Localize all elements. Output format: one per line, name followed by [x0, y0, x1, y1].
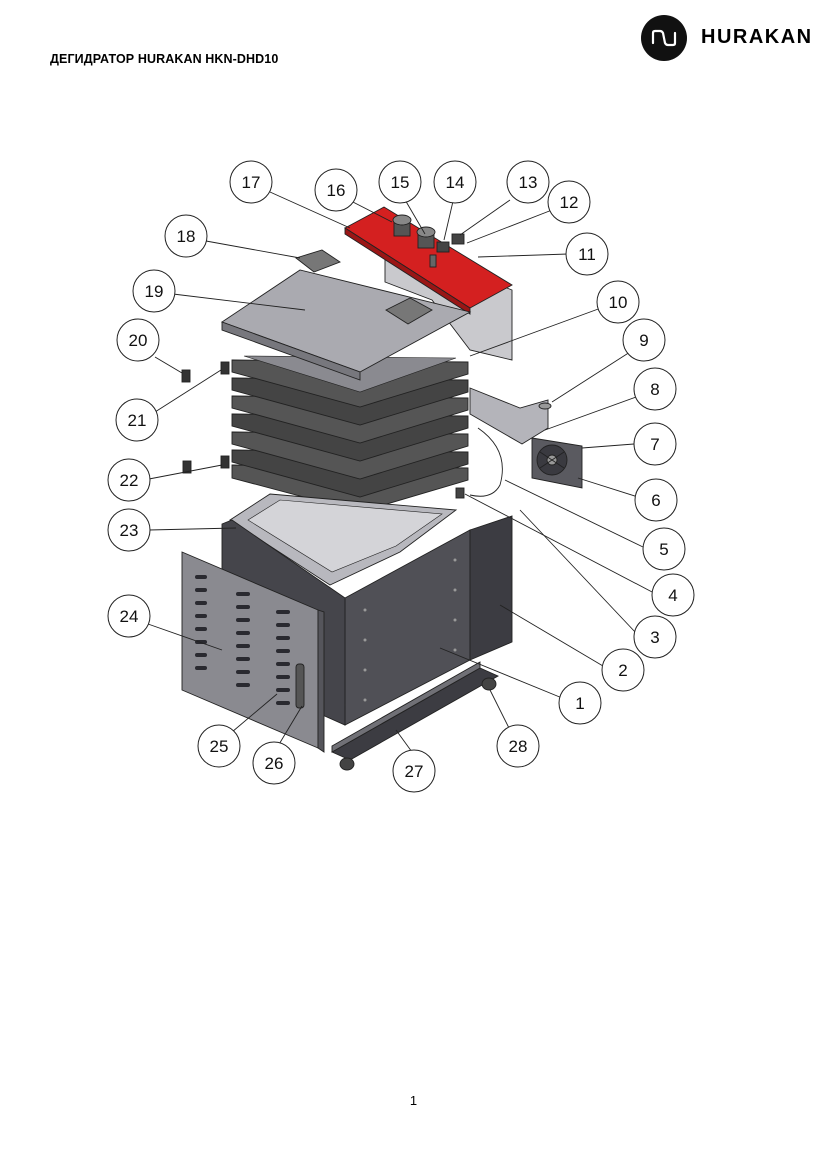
cable — [469, 427, 503, 497]
front-door-edge — [317, 609, 325, 753]
svg-text:16: 16 — [327, 181, 346, 200]
panel-components — [392, 214, 465, 268]
top-lid-edge — [221, 321, 361, 381]
brand-logo: HURAKAN — [641, 15, 821, 61]
svg-text:21: 21 — [128, 411, 147, 430]
svg-text:22: 22 — [120, 471, 139, 490]
callout-3: 3 — [633, 615, 677, 659]
svg-text:17: 17 — [242, 173, 261, 192]
svg-text:28: 28 — [509, 737, 528, 756]
callout-25: 25 — [197, 724, 241, 768]
hurakan-logo-icon — [641, 15, 687, 61]
svg-text:5: 5 — [659, 540, 668, 559]
clip-22a — [182, 460, 192, 474]
callout-27: 27 — [392, 749, 436, 793]
callout-12: 12 — [547, 180, 591, 224]
svg-text:11: 11 — [578, 245, 596, 264]
callout-23: 23 — [107, 508, 151, 552]
callout-7: 7 — [633, 422, 677, 466]
page-number: 1 — [409, 1093, 418, 1108]
svg-text:19: 19 — [145, 282, 164, 301]
callout-10: 10 — [596, 280, 640, 324]
clip-21 — [220, 361, 230, 375]
svg-text:15: 15 — [391, 173, 410, 192]
callout-18: 18 — [164, 214, 208, 258]
svg-text:14: 14 — [446, 173, 465, 192]
svg-text:3: 3 — [650, 628, 659, 647]
svg-text:1: 1 — [575, 694, 584, 713]
side-bracket — [469, 387, 549, 445]
door-vent-slots — [195, 575, 290, 705]
callout-13: 13 — [506, 160, 550, 204]
callout-4: 4 — [651, 573, 695, 617]
svg-text:10: 10 — [609, 293, 628, 312]
svg-text:23: 23 — [120, 521, 139, 540]
callout-2: 2 — [601, 648, 645, 692]
base-rail-top — [331, 661, 481, 753]
control-panel-red-edge — [344, 227, 471, 315]
callout-17: 17 — [229, 160, 273, 204]
svg-text:9: 9 — [639, 331, 648, 350]
callout-28: 28 — [496, 724, 540, 768]
callout-21: 21 — [115, 398, 159, 442]
callout-1: 1 — [558, 681, 602, 725]
callout-19: 19 — [132, 269, 176, 313]
callout-24: 24 — [107, 594, 151, 638]
tray-stack — [231, 355, 469, 513]
callout-20: 20 — [116, 318, 160, 362]
svg-text:20: 20 — [129, 331, 148, 350]
svg-text:7: 7 — [650, 435, 659, 454]
svg-text:25: 25 — [210, 737, 229, 756]
main-body-side — [469, 515, 513, 661]
callout-5: 5 — [642, 527, 686, 571]
hinge-lid — [385, 297, 433, 325]
callout-14: 14 — [433, 160, 477, 204]
svg-text:27: 27 — [405, 762, 424, 781]
body-rivets — [363, 558, 457, 702]
document-title: ДЕГИДРАТОР HURAKAN HKN-DHD10 — [50, 52, 279, 66]
callout-9: 9 — [622, 318, 666, 362]
door-handle — [295, 663, 305, 709]
connector — [455, 487, 465, 499]
clip-22b — [220, 455, 230, 469]
wheel-rear — [481, 677, 497, 691]
callout-26: 26 — [252, 741, 296, 785]
callout-15: 15 — [378, 160, 422, 204]
callout-11: 11 — [565, 232, 609, 276]
svg-text:4: 4 — [668, 586, 677, 605]
fan-assembly — [531, 437, 583, 489]
callouts: 1 2 3 4 5 6 7 8 9 10 11 12 13 14 15 16 1… — [107, 160, 695, 793]
callout-8: 8 — [633, 367, 677, 411]
wheel-front — [339, 757, 355, 771]
svg-text:6: 6 — [651, 491, 660, 510]
svg-text:26: 26 — [265, 754, 284, 773]
machine-drawing — [181, 206, 583, 771]
logo-wordmark: HURAKAN — [701, 26, 813, 48]
washer — [538, 402, 552, 410]
svg-text:24: 24 — [120, 607, 139, 626]
clip-20 — [181, 369, 191, 383]
leader-lines — [147, 191, 655, 753]
callout-22: 22 — [107, 458, 151, 502]
svg-text:18: 18 — [177, 227, 196, 246]
svg-text:8: 8 — [650, 380, 659, 399]
callout-16: 16 — [314, 168, 358, 212]
svg-text:13: 13 — [519, 173, 538, 192]
callout-6: 6 — [634, 478, 678, 522]
hinge-18 — [295, 249, 341, 273]
svg-text:2: 2 — [618, 661, 627, 680]
svg-text:12: 12 — [560, 193, 579, 212]
